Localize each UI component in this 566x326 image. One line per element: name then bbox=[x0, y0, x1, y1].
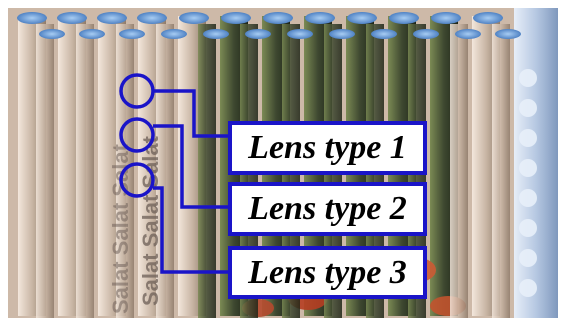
lens-edge-scallops bbox=[519, 69, 537, 297]
lens-type-3-text: Lens type 3 bbox=[248, 253, 407, 291]
lens-caps bbox=[17, 12, 521, 39]
lettering-strip-2: Salat Salat Salat bbox=[108, 143, 133, 314]
lens-type-2-label: Lens type 2 bbox=[228, 182, 427, 236]
lettering-strip-1: Salat Salat Salat bbox=[138, 135, 163, 306]
lens-type-3-label: Lens type 3 bbox=[228, 246, 427, 299]
lens-type-2-text: Lens type 2 bbox=[248, 190, 407, 227]
lens-type-1-label: Lens type 1 bbox=[228, 121, 427, 175]
lens-type-1-text: Lens type 1 bbox=[248, 129, 407, 166]
